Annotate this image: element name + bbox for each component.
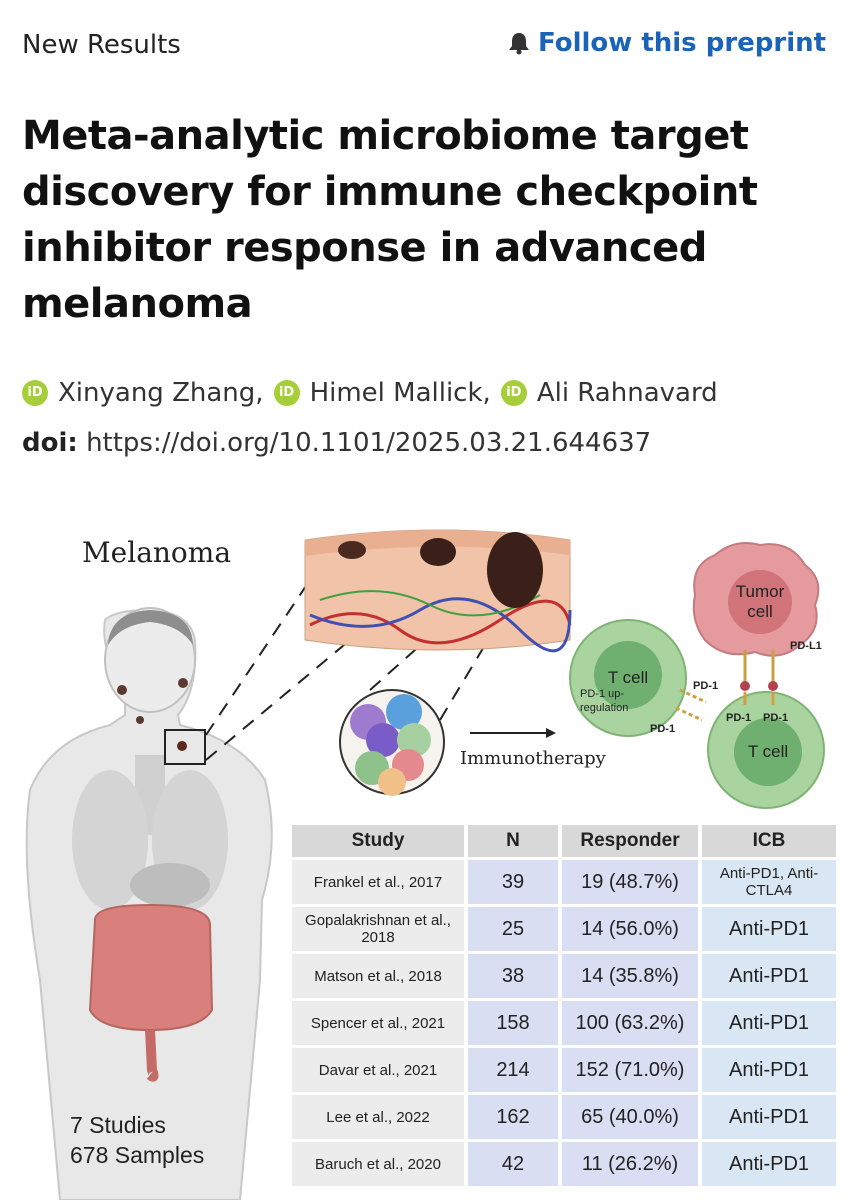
immunotherapy-label: Immunotherapy <box>460 748 606 769</box>
icb-cell: Anti-PD1 <box>702 907 836 951</box>
n-cell: 25 <box>468 907 558 951</box>
table-row: Davar et al., 2021 214 152 (71.0%) Anti-… <box>292 1048 836 1092</box>
table-row: Frankel et al., 2017 39 19 (48.7%) Anti-… <box>292 860 836 904</box>
study-cell: Gopalakrishnan et al., 2018 <box>292 907 464 951</box>
responder-cell: 65 (40.0%) <box>562 1095 698 1139</box>
n-cell: 38 <box>468 954 558 998</box>
study-cell: Lee et al., 2022 <box>292 1095 464 1139</box>
n-cell: 39 <box>468 860 558 904</box>
table-row: Matson et al., 2018 38 14 (35.8%) Anti-P… <box>292 954 836 998</box>
arrow-icon <box>470 728 556 738</box>
t-cell-label: T cell <box>747 742 789 761</box>
t-cell-label: T cell <box>607 668 649 687</box>
pd1-upregulation-label: PD-1 up-regulation <box>580 688 629 714</box>
doi-line: doi: https://doi.org/10.1101/2025.03.21.… <box>22 428 651 458</box>
responder-cell: 14 (56.0%) <box>562 907 698 951</box>
author-link[interactable]: Himel Mallick, <box>309 378 491 408</box>
responder-cell: 19 (48.7%) <box>562 860 698 904</box>
responder-cell: 11 (26.2%) <box>562 1142 698 1186</box>
samples-count: 678 Samples <box>70 1142 205 1168</box>
tumor-cell-label: Tumor cell <box>735 582 785 621</box>
icb-cell: Anti-PD1 <box>702 954 836 998</box>
pdl1-label: PD-L1 <box>790 640 822 652</box>
table-row: Gopalakrishnan et al., 2018 25 14 (56.0%… <box>292 907 836 951</box>
author-list: iD Xinyang Zhang, iD Himel Mallick, iD A… <box>22 378 728 408</box>
pd1-label: PD-1 <box>650 723 676 735</box>
table-row: Lee et al., 2022 162 65 (40.0%) Anti-PD1 <box>292 1095 836 1139</box>
orcid-icon[interactable]: iD <box>500 380 527 406</box>
bell-icon <box>509 33 529 55</box>
table-header-row: Study N Responder ICB <box>292 825 836 857</box>
study-cell: Spencer et al., 2021 <box>292 1001 464 1045</box>
pd1-receptor-icon <box>743 692 775 705</box>
n-cell: 42 <box>468 1142 558 1186</box>
doi-link[interactable]: https://doi.org/10.1101/2025.03.21.64463… <box>86 428 652 458</box>
section-label: New Results <box>22 30 181 60</box>
icb-cell: Anti-PD1, Anti-CTLA4 <box>702 860 836 904</box>
pd1-label: PD-1 <box>693 680 719 692</box>
graphical-abstract <box>25 529 825 1200</box>
icb-cell: Anti-PD1 <box>702 1095 836 1139</box>
tumor-cell-illustration <box>692 542 820 691</box>
author-link[interactable]: Xinyang Zhang, <box>58 378 264 408</box>
skin-section-illustration <box>304 529 572 653</box>
column-header: Study <box>292 825 464 857</box>
t-cell-illustration <box>569 619 825 809</box>
icb-cell: Anti-PD1 <box>702 1001 836 1045</box>
responder-cell: 152 (71.0%) <box>562 1048 698 1092</box>
study-table: Study N Responder ICB Frankel et al., 20… <box>288 822 840 1189</box>
orcid-icon[interactable]: iD <box>273 380 300 406</box>
column-header: ICB <box>702 825 836 857</box>
column-header: Responder <box>562 825 698 857</box>
follow-label: Follow this preprint <box>538 28 827 58</box>
cohort-summary: 7 Studies 678 Samples <box>70 1110 204 1170</box>
study-cell: Frankel et al., 2017 <box>292 860 464 904</box>
immune-cell-cluster-illustration <box>339 689 445 796</box>
follow-preprint-button[interactable]: Follow this preprint <box>508 28 826 58</box>
study-cell: Baruch et al., 2020 <box>292 1142 464 1186</box>
table-row: Spencer et al., 2021 158 100 (63.2%) Ant… <box>292 1001 836 1045</box>
orcid-icon[interactable]: iD <box>22 380 48 406</box>
table-row: Baruch et al., 2020 42 11 (26.2%) Anti-P… <box>292 1142 836 1186</box>
icb-cell: Anti-PD1 <box>702 1142 836 1186</box>
column-header: N <box>468 825 558 857</box>
doi-label: doi: <box>22 428 78 458</box>
study-cell: Davar et al., 2021 <box>292 1048 464 1092</box>
pd1-label: PD-1 <box>763 712 789 724</box>
pd1-receptor-icon <box>675 688 707 722</box>
n-cell: 162 <box>468 1095 558 1139</box>
responder-cell: 14 (35.8%) <box>562 954 698 998</box>
author-link[interactable]: Ali Rahnavard <box>536 378 718 408</box>
pd1-label: PD-1 <box>726 712 752 724</box>
figure-title: Melanoma <box>82 536 232 569</box>
n-cell: 158 <box>468 1001 558 1045</box>
n-cell: 214 <box>468 1048 558 1092</box>
study-cell: Matson et al., 2018 <box>292 954 464 998</box>
studies-count: 7 Studies <box>70 1112 166 1138</box>
paper-title: Meta-analytic microbiome target discover… <box>22 113 758 327</box>
icb-cell: Anti-PD1 <box>702 1048 836 1092</box>
responder-cell: 100 (63.2%) <box>562 1001 698 1045</box>
